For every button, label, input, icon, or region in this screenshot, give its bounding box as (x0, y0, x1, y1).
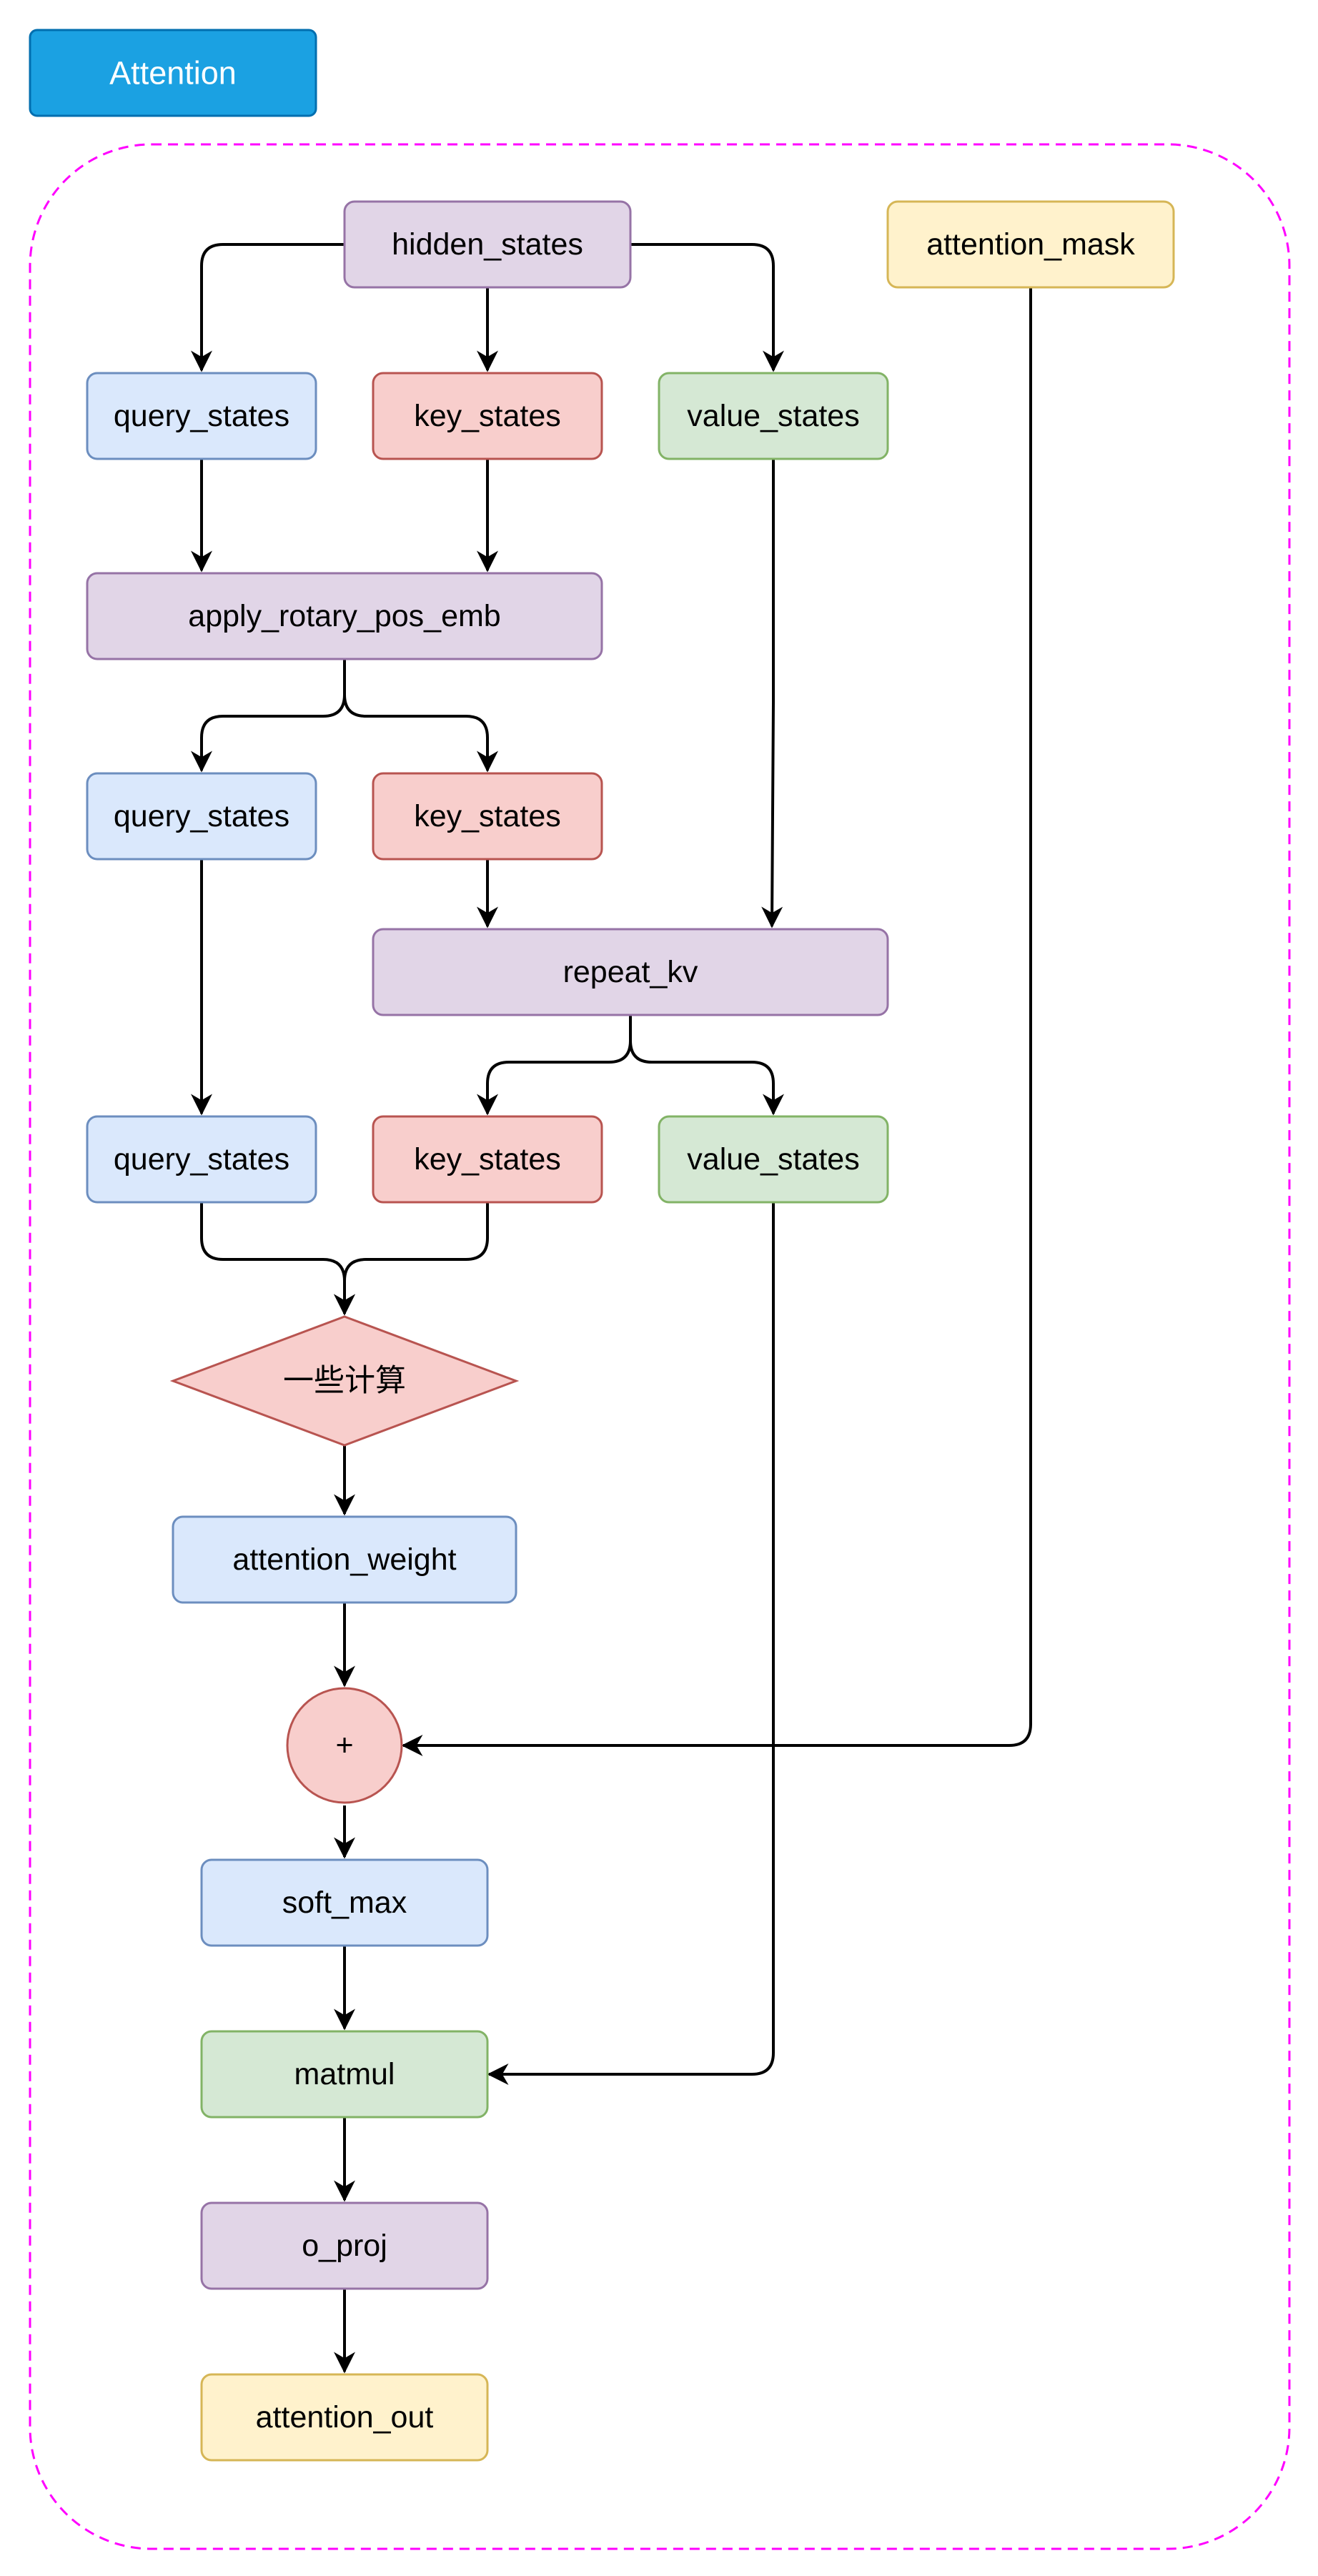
node-attention-mask: attention_mask (886, 200, 1175, 289)
node-attention-weight-label: attention_weight (232, 1542, 456, 1577)
node-value-states-3-label: value_states (687, 1142, 859, 1176)
node-query-states-3: query_states (86, 1115, 317, 1204)
node-hidden-states: hidden_states (343, 200, 632, 289)
node-key-states-3-label: key_states (414, 1142, 561, 1176)
edge-repeat-to-value (629, 1040, 784, 1116)
node-apply-rotary-pos-emb-label: apply_rotary_pos_emb (188, 599, 500, 633)
node-query-states-3-label: query_states (114, 1142, 289, 1176)
node-key-states-3: key_states (372, 1115, 603, 1204)
node-plus-circle: + (286, 1687, 403, 1804)
edge-value-to-matmul (487, 1202, 775, 2085)
edge-query-to-compute (200, 1202, 355, 1316)
node-repeat-kv: repeat_kv (372, 928, 889, 1016)
node-query-states-2-label: query_states (114, 799, 289, 833)
edge-rotary-to-query (191, 659, 346, 773)
node-attention-out-label: attention_out (256, 2400, 434, 2434)
node-plus-label: + (335, 1728, 353, 1763)
title-badge-label: Attention (109, 55, 237, 91)
node-key-states-1-label: key_states (414, 399, 561, 433)
node-value-states-1: value_states (658, 372, 889, 460)
node-attention-mask-label: attention_mask (926, 227, 1135, 262)
node-query-states-1-label: query_states (114, 399, 289, 433)
node-attention-out: attention_out (200, 2373, 489, 2462)
node-apply-rotary-pos-emb: apply_rotary_pos_emb (86, 572, 603, 660)
node-matmul: matmul (200, 2030, 489, 2119)
node-compute-diamond: 一些计算 (169, 1315, 520, 1447)
attention-group-border (29, 143, 1291, 2550)
node-query-states-1: query_states (86, 372, 317, 460)
node-matmul-label: matmul (294, 2057, 395, 2091)
node-key-states-1: key_states (372, 372, 603, 460)
edge-mask-to-plus (401, 287, 1032, 1756)
node-compute-label: 一些计算 (283, 1363, 406, 1399)
node-o-proj-label: o_proj (302, 2229, 387, 2263)
edge-hidden-to-value (630, 243, 784, 372)
node-key-states-2-label: key_states (414, 799, 561, 833)
node-query-states-2: query_states (86, 772, 317, 861)
node-key-states-2: key_states (372, 772, 603, 861)
node-value-states-1-label: value_states (687, 399, 859, 433)
node-attention-weight: attention_weight (172, 1515, 517, 1604)
node-value-states-3: value_states (658, 1115, 889, 1204)
edge-rotary-to-key (343, 694, 498, 773)
edge-hidden-to-query (191, 243, 345, 372)
node-o-proj: o_proj (200, 2201, 489, 2290)
title-badge: Attention (29, 29, 317, 117)
node-hidden-states-label: hidden_states (392, 227, 583, 262)
node-repeat-kv-label: repeat_kv (563, 955, 698, 989)
node-soft-max-label: soft_max (282, 1886, 407, 1920)
edge-key-to-compute (334, 1202, 489, 1316)
edge-repeat-to-key (477, 1015, 632, 1116)
node-soft-max: soft_max (200, 1858, 489, 1947)
edge-value-to-repeat (761, 459, 783, 928)
